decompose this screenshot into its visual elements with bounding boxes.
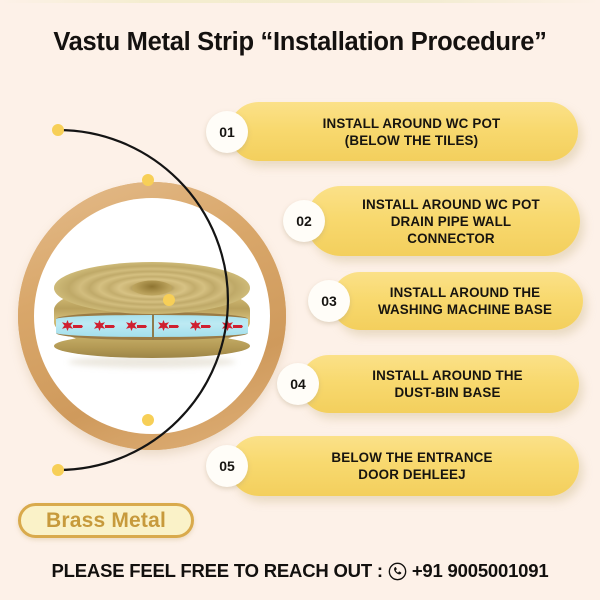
brand-logo-icon [189, 317, 211, 335]
step-pill-05[interactable]: BELOW THE ENTRANCE DOOR DEHLEEJ [229, 436, 579, 496]
step-badge-01[interactable]: 01 [206, 110, 248, 153]
arc-dot-05 [52, 464, 64, 476]
step-badge-03[interactable]: 03 [308, 280, 350, 322]
product-image-frame [18, 182, 286, 450]
footer-text: PLEASE FEEL FREE TO REACH OUT : [51, 560, 383, 581]
material-badge-label: Brass Metal [45, 508, 167, 532]
step-pill-01[interactable]: INSTALL AROUND WC POT (BELOW THE TILES) [229, 102, 578, 161]
roll-center-hole [132, 280, 172, 296]
roll-seam-line [152, 312, 154, 340]
step-pill-03[interactable]: INSTALL AROUND THE WASHING MACHINE BASE [331, 272, 583, 330]
step-text-02: INSTALL AROUND WC POT DRAIN PIPE WALL CO… [362, 196, 540, 246]
step-text-01: INSTALL AROUND WC POT (BELOW THE TILES) [322, 115, 501, 148]
arc-dot-01 [52, 124, 64, 136]
step-pill-02[interactable]: INSTALL AROUND WC POT DRAIN PIPE WALL CO… [306, 186, 580, 256]
step-number-02: 02 [296, 213, 312, 229]
footer-contact: PLEASE FEEL FREE TO REACH OUT : +91 9005… [0, 560, 600, 582]
step-number-03: 03 [321, 293, 337, 309]
step-pill-04[interactable]: INSTALL AROUND THE DUST-BIN BASE [300, 355, 579, 413]
brand-logo-icon [125, 317, 147, 335]
step-text-05: BELOW THE ENTRANCE DOOR DEHLEEJ [331, 450, 493, 482]
step-row-05[interactable]: BELOW THE ENTRANCE DOOR DEHLEEJ 05 [206, 436, 579, 496]
material-badge: Brass Metal [18, 503, 194, 538]
step-badge-05[interactable]: 05 [206, 445, 248, 487]
brand-logo-icon [93, 317, 115, 335]
step-badge-04[interactable]: 04 [277, 363, 319, 405]
step-text-03: INSTALL AROUND THE WASHING MACHINE BASE [377, 285, 553, 317]
step-row-03[interactable]: INSTALL AROUND THE WASHING MACHINE BASE … [308, 272, 583, 330]
brass-strip-roll-icon [54, 262, 250, 370]
step-badge-02[interactable]: 02 [283, 200, 325, 242]
step-row-02[interactable]: INSTALL AROUND WC POT DRAIN PIPE WALL CO… [283, 186, 580, 256]
page-title: Vastu Metal Strip “Installation Procedur… [53, 28, 547, 56]
step-number-04: 04 [290, 376, 306, 392]
brand-logo-icon [61, 317, 83, 335]
brand-logo-icon [221, 317, 243, 335]
step-number-01: 01 [219, 123, 235, 140]
brand-logo-icon [157, 317, 179, 335]
step-number-05: 05 [219, 458, 235, 474]
step-text-04: INSTALL AROUND THE DUST-BIN BASE [372, 368, 523, 400]
top-hairline-divider [0, 0, 600, 3]
footer-phone-number[interactable]: +91 9005001091 [411, 560, 549, 581]
step-row-01[interactable]: INSTALL AROUND WC POT (BELOW THE TILES) … [206, 102, 578, 161]
product-photo [34, 198, 270, 434]
step-row-04[interactable]: INSTALL AROUND THE DUST-BIN BASE 04 [277, 355, 579, 413]
phone-circle-icon [388, 562, 407, 581]
